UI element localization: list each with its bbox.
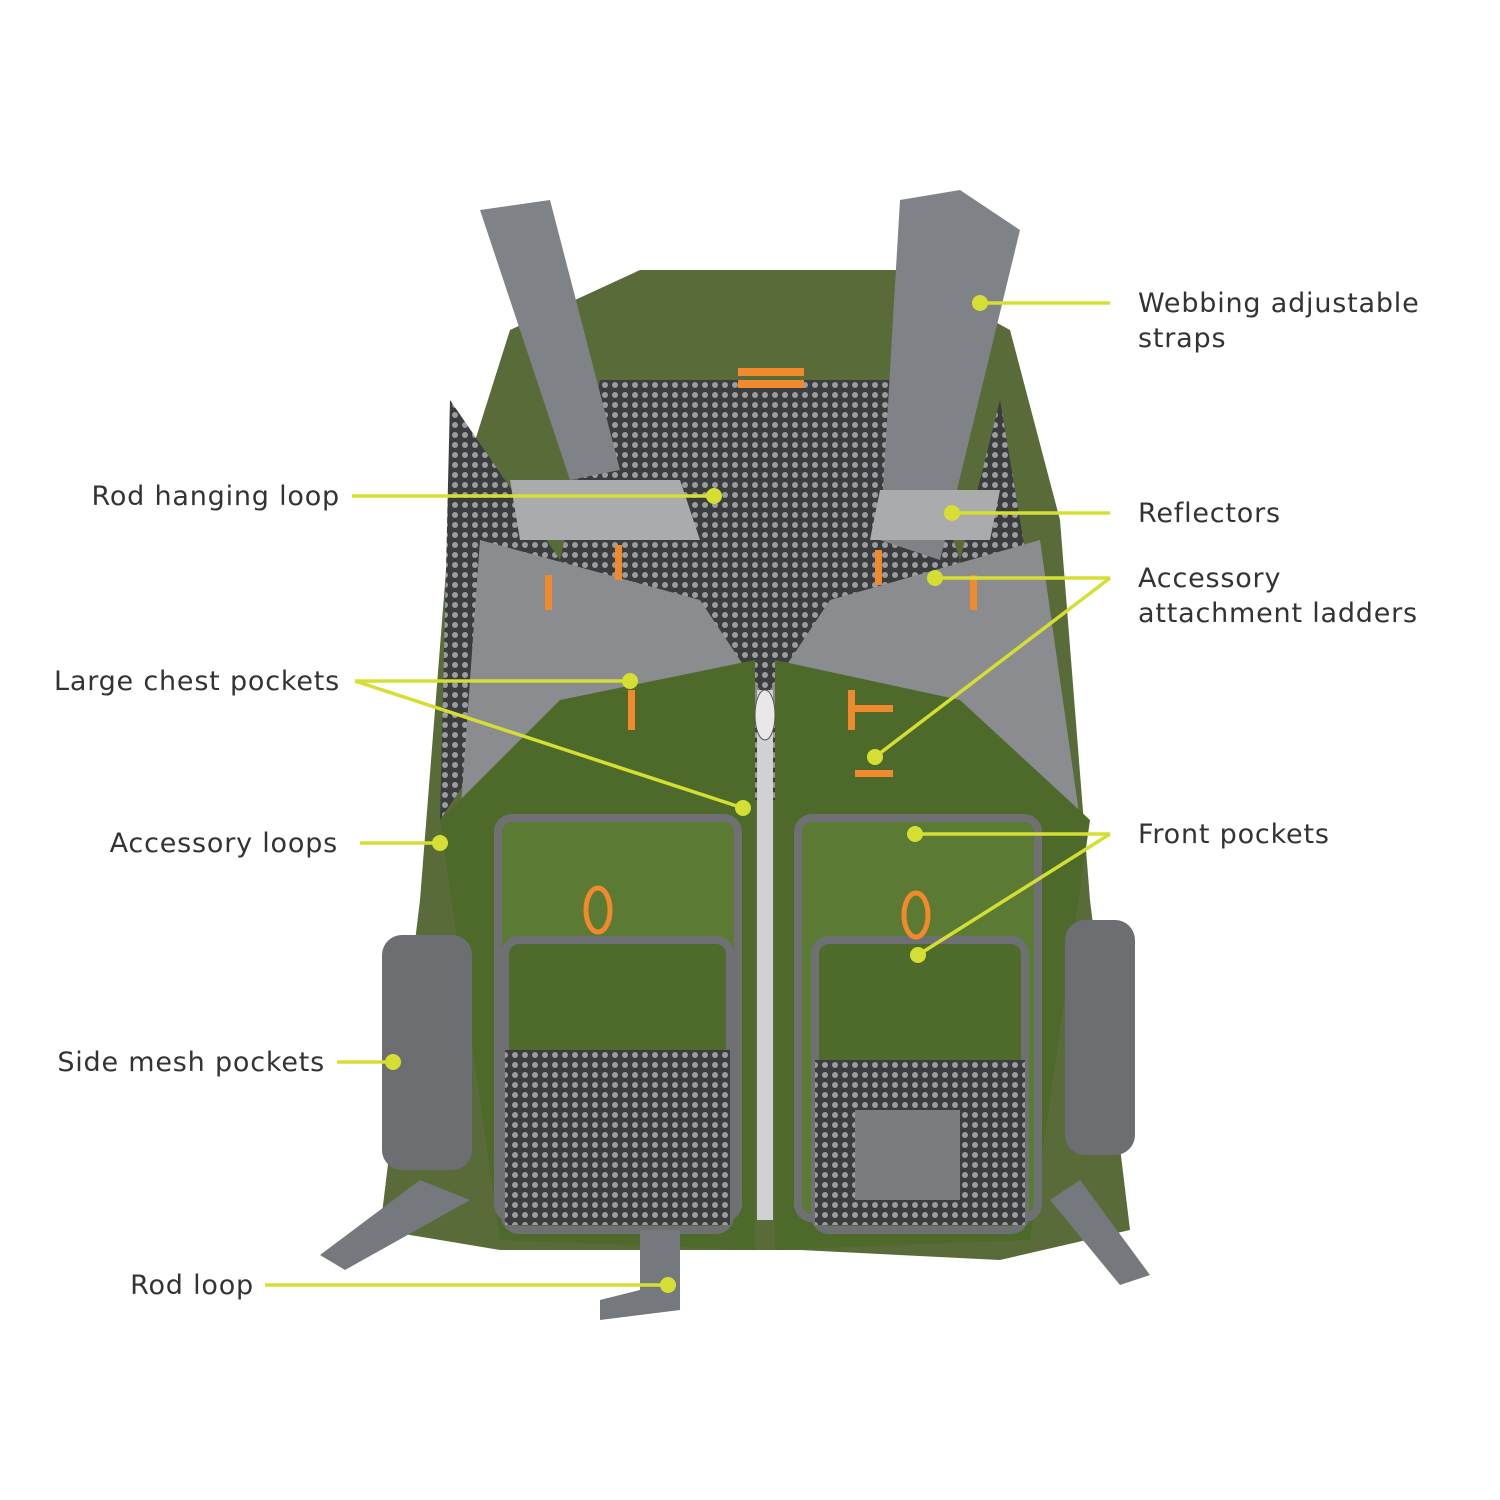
label-large-chest-pockets: Large chest pockets (54, 666, 340, 697)
strap-right (880, 190, 1020, 560)
label-webbing-straps: Webbing adjustable straps (1138, 286, 1420, 356)
label-line: attachment ladders (1138, 598, 1418, 629)
side-mesh-pocket-right (1065, 920, 1135, 1155)
label-rod-hanging-loop: Rod hanging loop (91, 481, 340, 512)
reflector-left (510, 480, 700, 540)
label-line: Webbing adjustable (1138, 288, 1420, 319)
callout-lines (265, 301, 1112, 1287)
strap-left (480, 200, 620, 480)
reflector-right (870, 490, 1000, 540)
label-rod-loop: Rod loop (130, 1270, 254, 1301)
label-reflectors: Reflectors (1138, 498, 1281, 529)
label-accessory-ladders: Accessory attachment ladders (1138, 561, 1418, 631)
label-line: straps (1138, 323, 1227, 354)
callout-dots (385, 295, 988, 1293)
center-zipper (757, 690, 773, 1220)
label-line: Accessory (1138, 563, 1282, 594)
label-accessory-loops: Accessory loops (109, 828, 338, 859)
side-mesh-pocket-left (382, 935, 472, 1170)
orange-pull-tabs (545, 368, 977, 940)
label-side-mesh-pockets: Side mesh pockets (57, 1047, 325, 1078)
rod-loop-strap (600, 1230, 680, 1320)
label-front-pockets: Front pockets (1138, 819, 1330, 850)
